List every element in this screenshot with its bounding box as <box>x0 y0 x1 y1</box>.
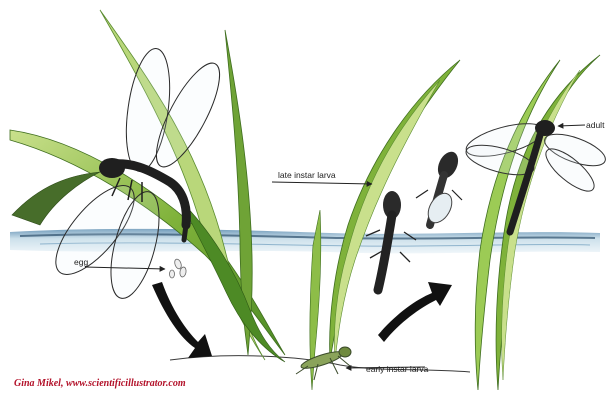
label-early-instar-larva: early instar larva <box>366 364 429 374</box>
illustrator-credit: Gina Mikel, www.scientificillustrator.co… <box>14 378 186 389</box>
adult-dragonfly <box>463 117 607 232</box>
eggs <box>170 258 187 278</box>
early-instar-larva <box>296 347 351 380</box>
arrow-egg-to-larva <box>152 282 212 358</box>
arrow-larva-to-adult <box>378 282 452 342</box>
label-adult: adult <box>586 120 605 130</box>
label-late-instar-larva: late instar larva <box>278 170 336 180</box>
egg-laying-dragonfly <box>43 46 231 303</box>
label-egg: egg <box>74 257 88 267</box>
cycle-arrows <box>152 282 452 358</box>
